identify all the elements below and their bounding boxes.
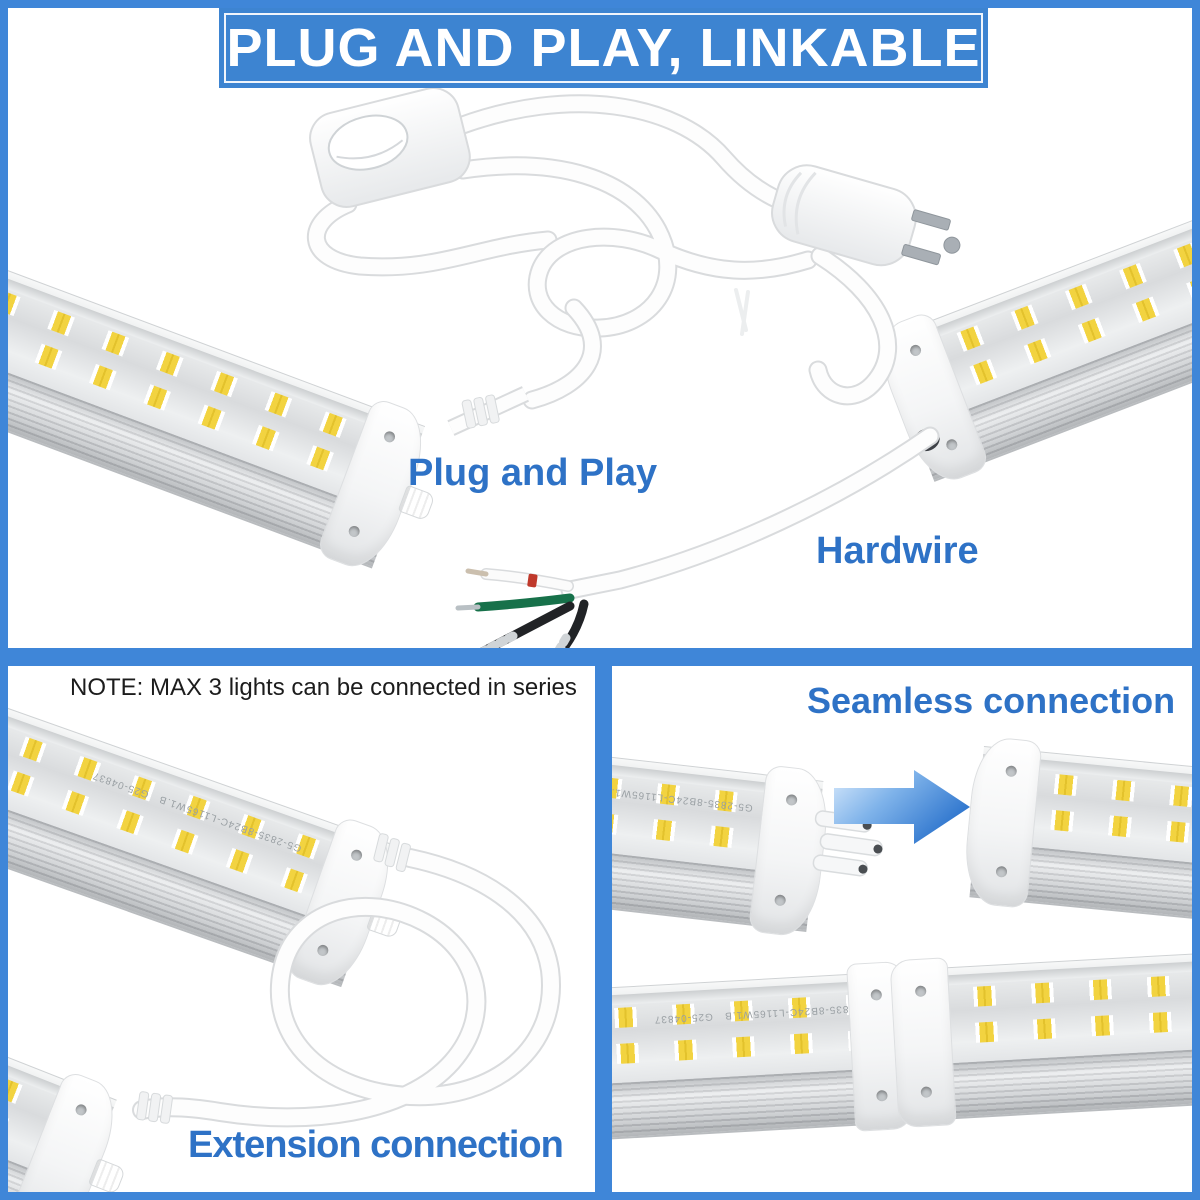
bottom-right-panel: Seamless connection G5-2835-8B24C-L1165W… <box>612 666 1192 1192</box>
cord-tie <box>734 288 750 336</box>
plug-and-play-label: Plug and Play <box>408 452 658 494</box>
banner-title: PLUG AND PLAY, LINKABLE <box>226 18 981 78</box>
cord-loops <box>307 94 898 410</box>
power-plug <box>771 164 961 267</box>
cable-jack <box>136 1091 173 1124</box>
hardwire-label: Hardwire <box>816 530 979 572</box>
extension-cable <box>132 833 561 1128</box>
switch-rocker <box>327 114 409 171</box>
bottom-left-panel: NOTE: MAX 3 lights can be connected in s… <box>8 666 595 1192</box>
power-cord-illustration <box>307 87 961 410</box>
wire-green <box>473 593 575 612</box>
top-panel: Plug and Play Hardwire <box>8 8 1192 648</box>
inline-switch <box>309 87 471 208</box>
wire-black-2 <box>558 599 589 648</box>
seamless-overlay <box>812 770 970 877</box>
banner: PLUG AND PLAY, LINKABLE <box>219 8 988 88</box>
cable-jack <box>373 833 411 872</box>
tube-jack <box>447 386 530 436</box>
extension-label: Extension connection <box>188 1124 564 1166</box>
seamless-label: Seamless connection <box>807 680 1176 721</box>
arrow-right-icon <box>834 770 970 844</box>
plug-blades <box>901 209 961 266</box>
hardwire-cable <box>447 386 940 648</box>
note-text: NOTE: MAX 3 lights can be connected in s… <box>70 674 577 701</box>
wire-marker-band <box>527 573 538 588</box>
